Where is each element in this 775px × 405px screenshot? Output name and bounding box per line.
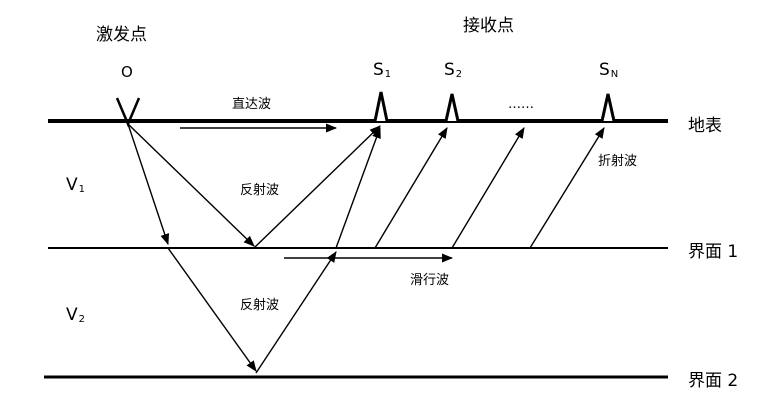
source-title: 激发点 xyxy=(96,25,147,45)
head-wave-label: 滑行波 xyxy=(410,273,449,288)
reflection2-up-ray-upper xyxy=(335,126,381,249)
reflection2-up-ray-lower xyxy=(255,251,337,374)
receiver-peak-s1 xyxy=(373,91,389,122)
surface-label: 地表 xyxy=(688,116,722,136)
receiver-title: 接收点 xyxy=(463,16,514,36)
reflected-wave-label-1: 反射波 xyxy=(240,182,279,198)
receiver-peak-sn xyxy=(600,93,616,122)
receiver-label-s2: S2 xyxy=(444,60,462,80)
refracted-ray-s1 xyxy=(374,127,448,249)
interface1-label: 界面 1 xyxy=(688,242,738,262)
reflection1-down-ray xyxy=(127,123,255,247)
refracted-ray-sn xyxy=(529,127,605,249)
receiver-label-s1: S1 xyxy=(373,60,391,80)
layer1-velocity-label: V1 xyxy=(66,175,85,195)
direct-wave-label: 直达波 xyxy=(232,97,271,112)
layer2-velocity-label: V2 xyxy=(66,305,85,325)
reflection1-up-ray xyxy=(253,125,381,249)
refracted-ray-s2 xyxy=(451,127,525,249)
receiver-ellipsis: …… xyxy=(508,97,534,112)
reflection2-down-ray xyxy=(167,247,257,372)
interface2-label: 界面 2 xyxy=(688,371,738,391)
critical-incidence-ray xyxy=(127,123,170,246)
receiver-peak-s2 xyxy=(444,93,460,122)
refracted-wave-label: 折射波 xyxy=(598,153,637,169)
reflected-wave-label-2: 反射波 xyxy=(240,297,279,313)
receiver-label-sn: SN xyxy=(599,60,618,80)
source-mark-label: O xyxy=(121,63,133,81)
